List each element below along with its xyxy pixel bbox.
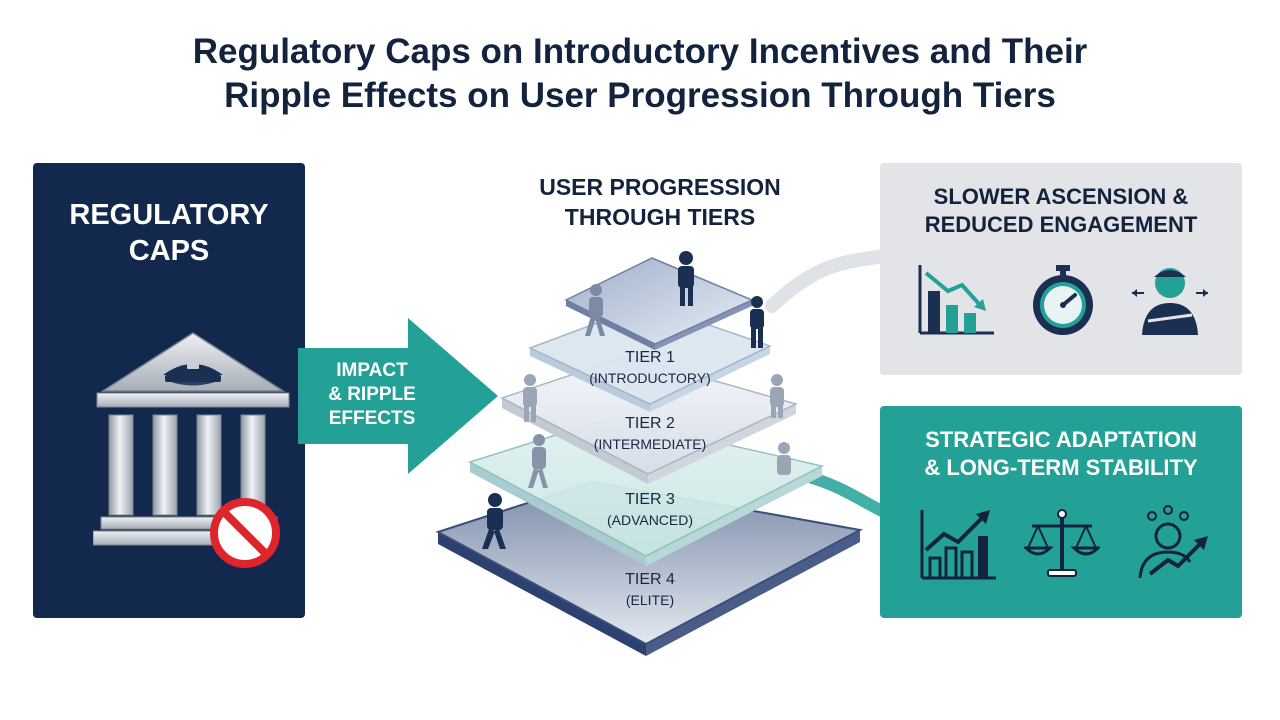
strategic-adaptation-title: STRATEGIC ADAPTATION & LONG-TERM STABILI…: [880, 426, 1242, 482]
impact-arrow-label-line-1: IMPACT: [336, 360, 408, 381]
slower-ascension-title-line-1: SLOWER ASCENSION &: [933, 184, 1189, 209]
tier-4-name: TIER 4: [625, 571, 675, 588]
slower-ascension-panel: SLOWER ASCENSION & REDUCED ENGAGEMENT: [880, 163, 1242, 375]
strategic-adaptation-panel: STRATEGIC ADAPTATION & LONG-TERM STABILI…: [880, 406, 1242, 618]
strategic-adaptation-title-line-1: STRATEGIC ADAPTATION: [925, 427, 1197, 452]
impact-arrow-icon: [298, 318, 498, 474]
tier-1-level: (INTRODUCTORY): [589, 370, 711, 386]
disengaged-person-icon: [1132, 268, 1208, 335]
impact-arrow-label: IMPACT & RIPPLE EFFECTS: [322, 359, 422, 431]
regulatory-caps-title-line-2: CAPS: [128, 235, 210, 267]
declining-bar-chart-icon: [918, 265, 994, 335]
tier-1-name: TIER 1: [625, 349, 675, 366]
tier-3-name: TIER 3: [625, 491, 675, 508]
slower-ascension-title-line-2: REDUCED ENGAGEMENT: [924, 212, 1198, 237]
pyramid-heading-line-1: USER PROGRESSION: [539, 174, 781, 200]
regulatory-caps-title: REGULATORY CAPS: [33, 197, 305, 269]
stopwatch-icon: [1033, 265, 1093, 335]
tier-3-label: TIER 3 (ADVANCED): [560, 490, 740, 530]
impact-arrow-label-line-3: EFFECTS: [328, 408, 416, 429]
page-title-line-2: Ripple Effects on User Progression Throu…: [224, 76, 1056, 115]
tier-1-label: TIER 1 (INTRODUCTORY): [560, 348, 740, 388]
pyramid-heading-line-2: THROUGH TIERS: [564, 204, 756, 230]
person-figure-icon: [528, 434, 548, 488]
tier-2-level: (INTERMEDIATE): [593, 436, 707, 452]
person-figure-icon: [523, 374, 537, 422]
person-figure-icon: [482, 493, 506, 549]
growth-bar-chart-icon: [920, 510, 996, 580]
connector-strategic: [806, 472, 890, 518]
tier-2-name: TIER 2: [625, 415, 675, 432]
regulatory-caps-panel: REGULATORY CAPS: [33, 163, 305, 618]
page-title-line-1: Regulatory Caps on Introductory Incentiv…: [192, 32, 1088, 71]
impact-arrow-label-line-2: & RIPPLE: [328, 384, 416, 405]
regulatory-building-icon: [93, 332, 290, 568]
page-title: Regulatory Caps on Introductory Incentiv…: [0, 30, 1280, 118]
person-figure-icon: [770, 374, 784, 418]
pyramid-heading: USER PROGRESSION THROUGH TIERS: [470, 172, 850, 232]
tier-4-level: (ELITE): [625, 592, 675, 608]
person-figure-icon: [678, 251, 694, 306]
person-figure-icon: [585, 284, 605, 336]
slower-ascension-title: SLOWER ASCENSION & REDUCED ENGAGEMENT: [880, 183, 1242, 239]
regulatory-caps-title-line-1: REGULATORY: [69, 199, 269, 231]
growth-person-icon: [1138, 505, 1208, 579]
strategic-adaptation-title-line-2: & LONG-TERM STABILITY: [924, 455, 1198, 480]
person-figure-icon: [777, 442, 791, 475]
tier-4-label: TIER 4 (ELITE): [560, 570, 740, 610]
tier-3-level: (ADVANCED): [606, 512, 694, 528]
tier-2-layer: [500, 355, 799, 484]
person-figure-icon: [750, 296, 764, 348]
connector-slow: [765, 249, 891, 313]
balance-scale-icon: [1024, 509, 1100, 577]
top-platform-layer: [564, 257, 754, 350]
tier-2-label: TIER 2 (INTERMEDIATE): [560, 414, 740, 454]
tier-3-layer: [468, 417, 825, 566]
